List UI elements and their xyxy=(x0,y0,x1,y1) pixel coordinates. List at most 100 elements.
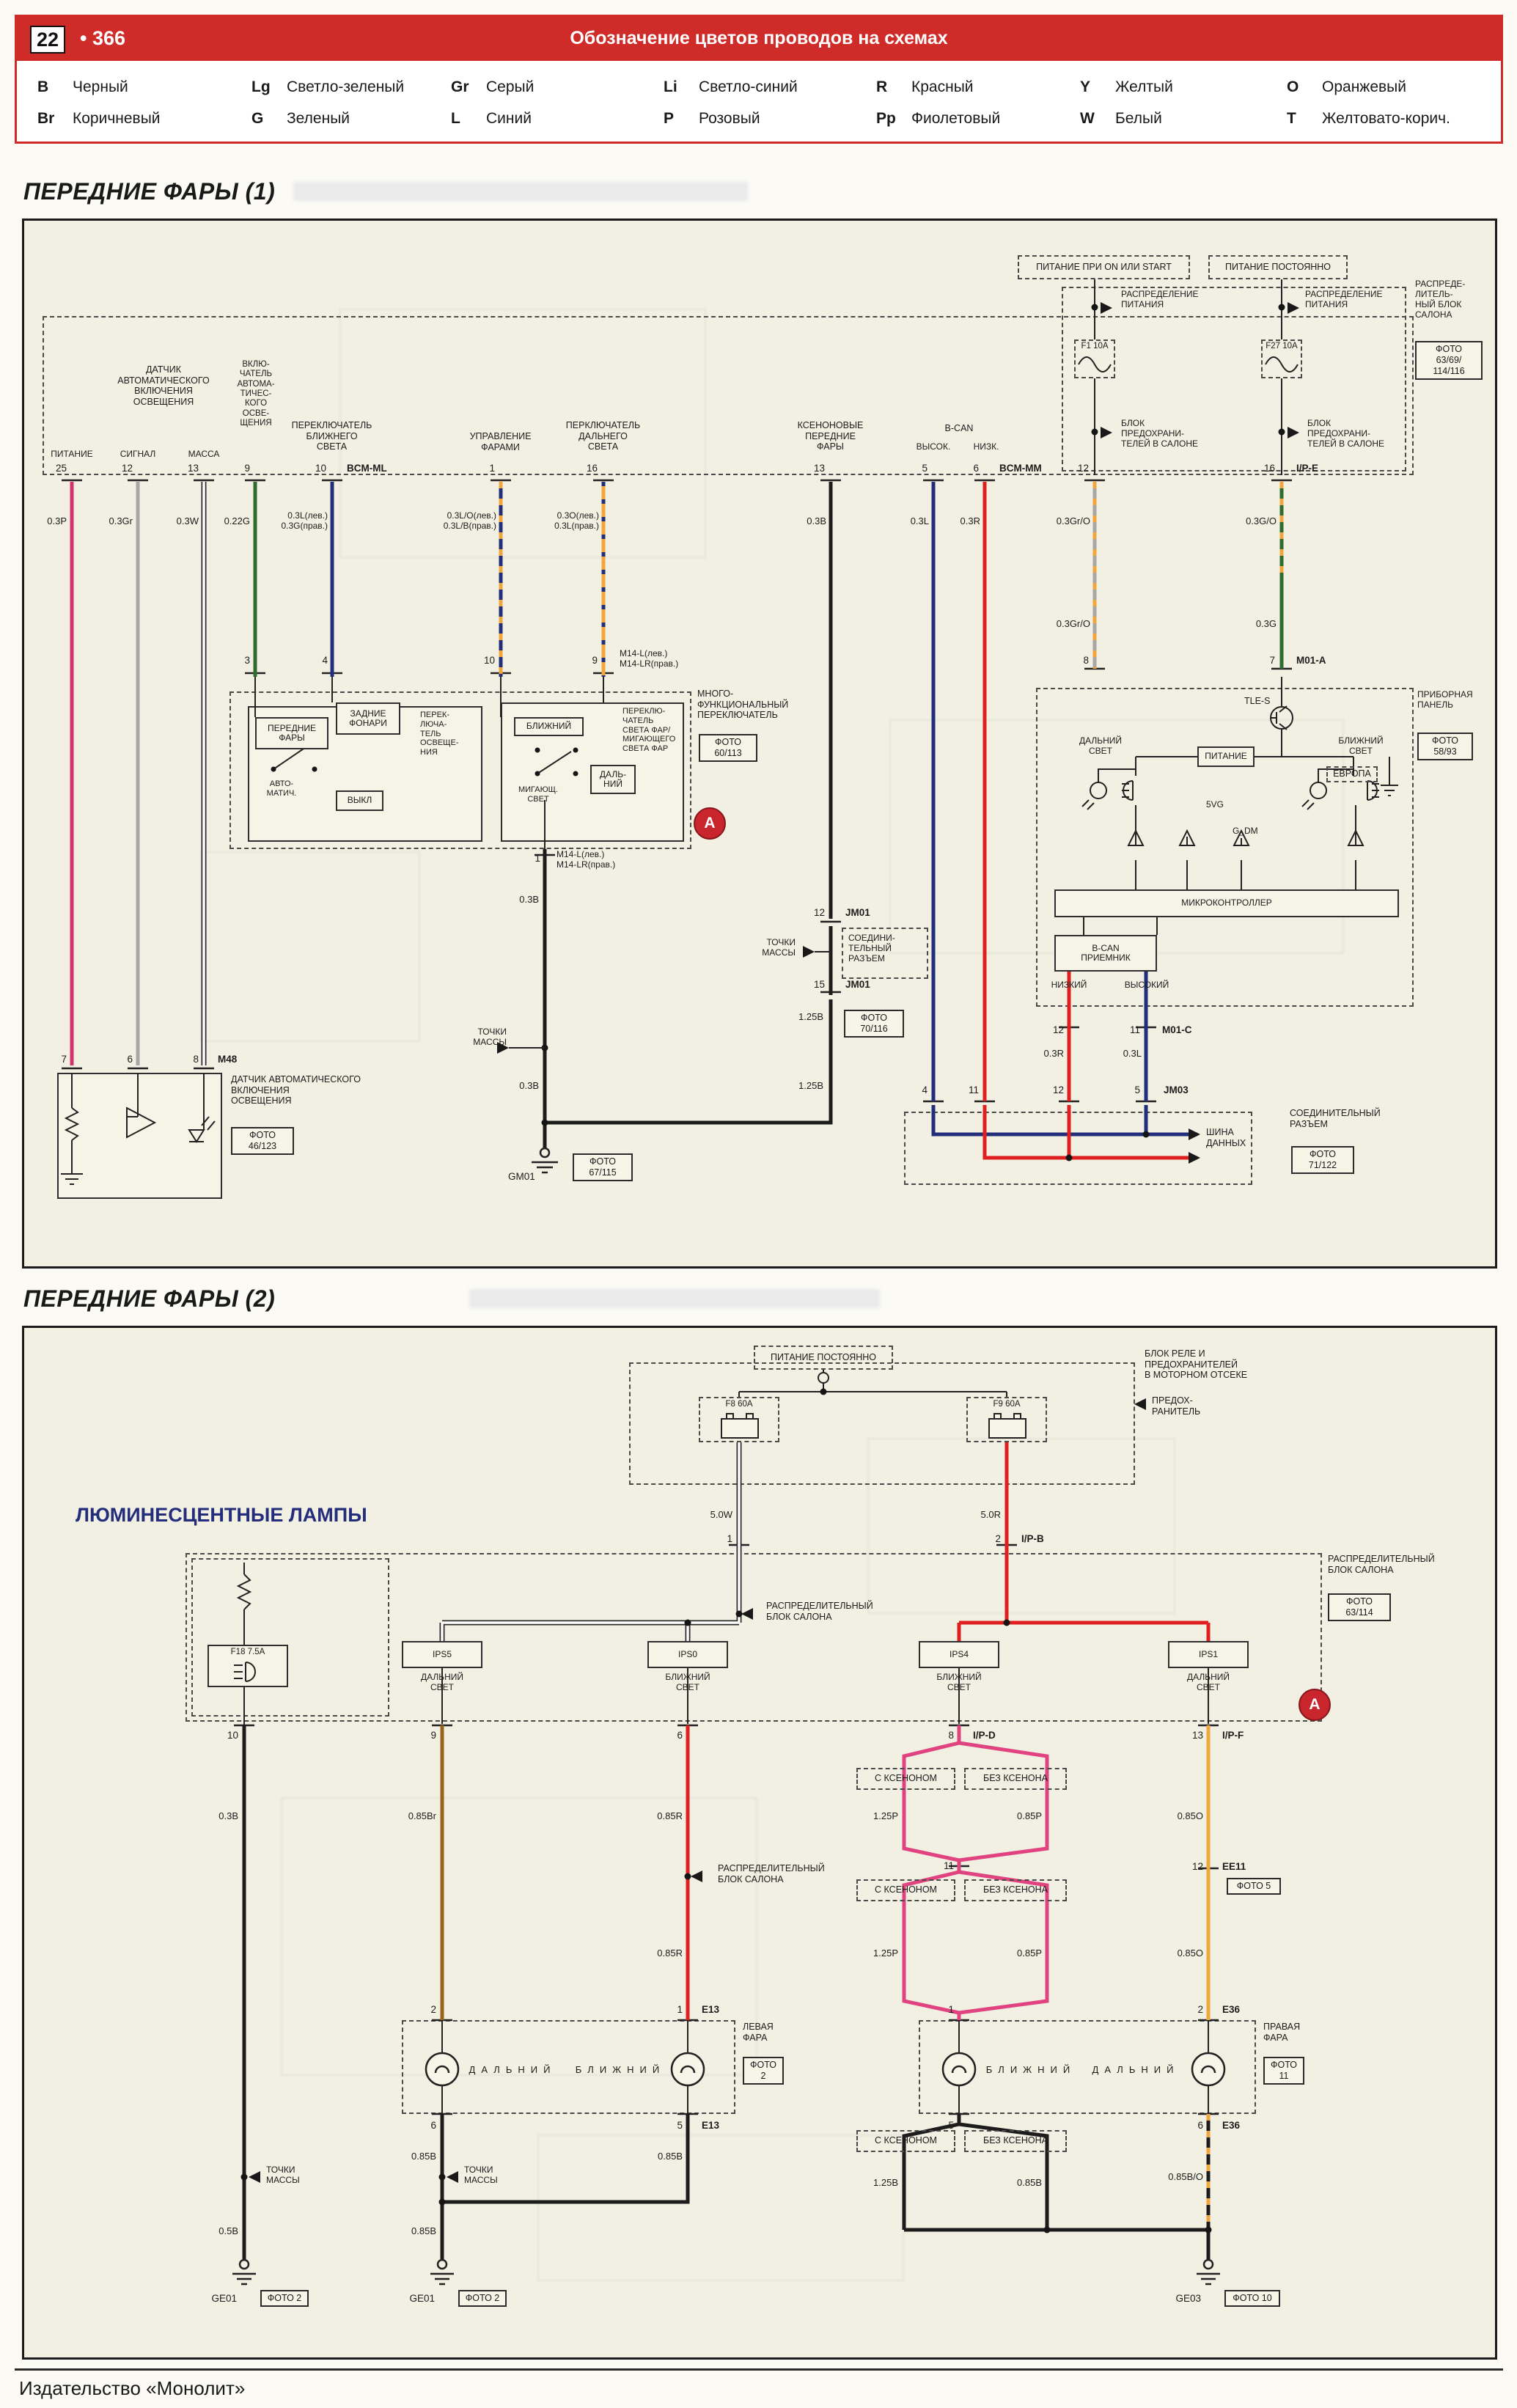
pin: 2 xyxy=(995,1533,1001,1544)
wire-label: 0.85O xyxy=(1177,1810,1203,1821)
without-xenon-label: БЕЗ КСЕНОНА xyxy=(964,1879,1067,1901)
pin: 8 xyxy=(948,1730,954,1741)
can-low-label: НИЗКИЙ xyxy=(1051,980,1087,990)
pin: 11 xyxy=(1129,1024,1140,1035)
diagram2: ПИТАНИЕ ПОСТОЯННО БЛОК РЕЛЕ И ПРЕДОХРАНИ… xyxy=(22,1326,1497,2360)
fluorescent-lamps-heading: ЛЮМИНЕСЦЕНТНЫЕ ЛАМПЫ xyxy=(76,1504,367,1526)
photo-ref-right-lamp: ФОТО 11 xyxy=(1263,2057,1304,2085)
pin: 4 xyxy=(322,655,328,666)
pin: 11 xyxy=(968,1084,979,1095)
wire-0.3B-xenon xyxy=(545,482,833,1125)
multifunction-switch-label: МНОГО- ФУНКЦИОНАЛЬНЫЙ ПЕРЕКЛЮЧАТЕЛЬ xyxy=(697,689,789,720)
beam-label: БЛИЖНИЙ СВЕТ xyxy=(936,1672,982,1692)
with-xenon-label: С КСЕНОНОМ xyxy=(856,1768,955,1790)
pin: 8 xyxy=(193,1054,199,1065)
legend-name: Черный xyxy=(73,78,128,95)
diagram1-wiring-svg xyxy=(61,279,1398,1185)
pin: 1 xyxy=(535,853,540,864)
legend-code: Lg xyxy=(251,78,271,95)
legend-item: Lg Светло-зеленый xyxy=(251,78,451,96)
wire-5.0W xyxy=(441,1442,741,1641)
wire-label: 1.25B xyxy=(798,1011,823,1022)
pin: 3 xyxy=(244,655,250,666)
pin: 8 xyxy=(1083,655,1089,666)
wire-label: 0.3L xyxy=(1123,1048,1142,1059)
photo-ref-cabin: ФОТО 63/69/ 114/116 xyxy=(1415,341,1483,380)
photo-ref-jm01: ФОТО 70/116 xyxy=(844,1010,904,1038)
auto-position-label: АВТО- МАТИЧ. xyxy=(266,779,297,798)
legend-name: Розовый xyxy=(699,109,760,127)
wire-label: 5.0R xyxy=(980,1509,1001,1520)
wire-label: 0.85B xyxy=(658,2151,683,2162)
with-xenon-label: С КСЕНОНОМ xyxy=(856,2130,955,2152)
bus-can-high xyxy=(931,1105,1197,1137)
sensor-pin-mass: МАССА xyxy=(188,449,220,459)
fuse-note-label: ПРЕДОХ- РАНИТЕЛЬ xyxy=(1152,1395,1201,1417)
wire-label: 0.3Gr/O xyxy=(1056,618,1090,629)
low-beam-box: БЛИЖНИЙ xyxy=(514,717,584,736)
connector-name: M01-C xyxy=(1162,1024,1192,1035)
legend-name: Красный xyxy=(911,78,974,95)
power-box: ПИТАНИЕ xyxy=(1197,746,1255,767)
without-xenon-label: БЕЗ КСЕНОНА xyxy=(964,1768,1067,1790)
bcm-block-box xyxy=(43,316,1414,475)
fuse-f18-box xyxy=(207,1645,288,1687)
power-constant-label: ПИТАНИЕ ПОСТОЯННО xyxy=(1208,255,1348,279)
pin: 11 xyxy=(943,1860,954,1871)
bleedthrough-ghost xyxy=(293,182,748,201)
data-bus-label: ШИНА ДАННЫХ xyxy=(1206,1127,1246,1148)
legend-code: O xyxy=(1287,78,1299,95)
legend-name: Оранжевый xyxy=(1322,78,1406,95)
ground-points-label: ТОЧКИ МАССЫ xyxy=(266,2165,300,2185)
bus-can-low xyxy=(982,1105,1197,1160)
wire-label: 0.3L/O(лев.) 0.3L/B(прав.) xyxy=(443,510,496,531)
connector-name: M14-L(лев.) M14-LR(прав.) xyxy=(620,648,679,669)
pin: 13 xyxy=(187,463,199,474)
pin: 1 xyxy=(677,2004,683,2015)
legend-code: B xyxy=(37,78,49,95)
legend-code: Li xyxy=(664,78,677,95)
wire-label: 0.3L xyxy=(910,515,929,526)
ground-name: GE03 xyxy=(1175,2293,1201,2304)
page-number: 22 xyxy=(30,26,66,54)
pin: 12 xyxy=(1191,1861,1203,1872)
pin: 12 xyxy=(1077,463,1089,474)
wire-left-grounds xyxy=(440,2114,690,2259)
pin: 12 xyxy=(121,463,133,474)
power-distribution-label: РАСПРЕДЕЛЕНИЕ ПИТАНИЯ xyxy=(1121,289,1199,309)
header-title: Обозначение цветов проводов на схемах xyxy=(570,28,948,48)
pin: 5 xyxy=(948,2120,954,2131)
monolit-logo-icon: А xyxy=(1299,1689,1331,1721)
wire-label: 0.3W xyxy=(176,515,199,526)
connector-name: E13 xyxy=(702,2004,720,2015)
ips0-box: IPS0 xyxy=(647,1641,728,1668)
fuse-f1-box xyxy=(1074,339,1115,378)
legend-name: Светло-зеленый xyxy=(287,78,405,95)
pin: 25 xyxy=(55,463,67,474)
connector-name: I/P-D xyxy=(973,1730,996,1741)
pin: 12 xyxy=(813,907,825,918)
fuse-f1-label: F1 10A xyxy=(1081,342,1109,350)
wire-label: 0.85B xyxy=(411,2225,436,2236)
photo-ref-left-lamp: ФОТО 2 xyxy=(743,2057,784,2085)
connector-name: JM01 xyxy=(845,907,870,918)
pin: 10 xyxy=(483,655,495,666)
bulb-label-low: БЛИЖНИЙ xyxy=(575,2064,666,2075)
connector-name: I/P-E xyxy=(1296,463,1319,474)
fuse-f27-box xyxy=(1261,339,1302,378)
wire-label: 0.85Br xyxy=(408,1810,436,1821)
diagram2-wiring-svg xyxy=(232,1370,1226,2286)
photo-ref-ee11: ФОТО 5 xyxy=(1227,1878,1281,1895)
wire-label: 0.85P xyxy=(1017,1810,1042,1821)
ground-points-label: ТОЧКИ МАССЫ xyxy=(762,937,796,958)
left-headlamp-label: ЛЕВАЯ ФАРА xyxy=(743,2022,774,2043)
pin: 5 xyxy=(922,463,928,474)
fuse-f8-box xyxy=(699,1397,779,1442)
wire-label: 0.85B/O xyxy=(1168,2171,1203,2182)
bcan-high-label: ВЫСОК. xyxy=(916,441,951,452)
pin: 6 xyxy=(973,463,979,474)
legend-name: Желтый xyxy=(1115,78,1173,95)
